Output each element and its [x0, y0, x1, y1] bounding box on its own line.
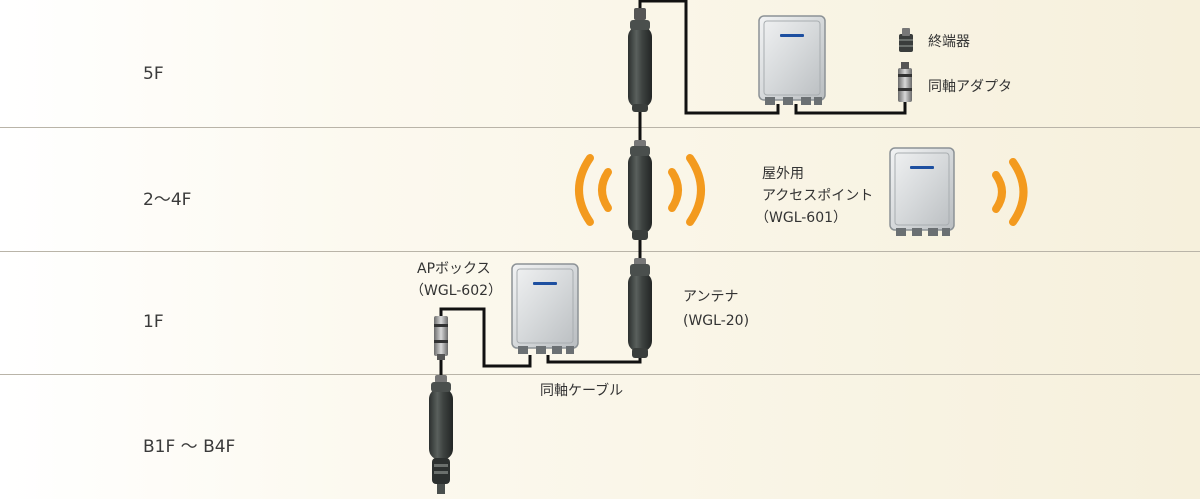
floor-label-b1-b4f: B1F ～ B4F: [143, 437, 236, 457]
antenna-5f: [628, 8, 652, 112]
floor-label-2-4f: 2～4F: [143, 190, 192, 210]
ap-box-5f: [758, 15, 826, 105]
ap-box-label-1: APボックス: [417, 261, 491, 277]
antenna-basement: [429, 375, 453, 494]
outdoor-ap-label-2: アクセスポイント: [762, 188, 874, 204]
terminator-icon: [899, 28, 913, 52]
coax-adapter-1f: [434, 316, 448, 360]
floor-band-5f: [0, 0, 1200, 128]
signal-wave-right-inner: [668, 168, 682, 212]
coax-cables: [439, 0, 907, 378]
coax-adapter-icon: [898, 62, 912, 102]
signal-wave-left-outer: [575, 154, 594, 226]
signal-wave-ap-inner: [992, 171, 1006, 213]
cable-1f-adapter: [439, 307, 532, 368]
outdoor-ap-label-3: （WGL-601）: [755, 210, 848, 226]
ap-box-label-2: （WGL-602）: [410, 283, 503, 299]
cable-5f-top: [638, 0, 780, 115]
signal-waves: [575, 154, 1028, 226]
coax-adapter-label: 同軸アダプタ: [928, 79, 1012, 95]
antenna-2-4f: [628, 140, 652, 240]
terminator-label: 終端器: [928, 34, 970, 50]
signal-wave-ap-outer: [1009, 158, 1028, 226]
ap-box-1f: [511, 263, 579, 354]
floor-band-b1-b4f: [0, 375, 1200, 499]
antenna-1f: [628, 258, 652, 358]
cable-1f-antenna: [546, 355, 642, 364]
floor-band-1f: [0, 252, 1200, 375]
signal-wave-right-outer: [686, 154, 705, 226]
floor-label-1f: 1F: [143, 312, 164, 332]
signal-wave-left-inner: [598, 168, 612, 212]
antenna-label-2: (WGL-20): [683, 313, 750, 329]
outdoor-ap-label-1: 屋外用: [762, 166, 804, 182]
coax-cable-label: 同軸ケーブル: [540, 383, 624, 399]
cable-5f-adapter: [794, 101, 907, 115]
outdoor-ap-box: [889, 147, 955, 236]
floor-label-5f: 5F: [143, 64, 164, 84]
antenna-label-1: アンテナ: [683, 289, 739, 305]
